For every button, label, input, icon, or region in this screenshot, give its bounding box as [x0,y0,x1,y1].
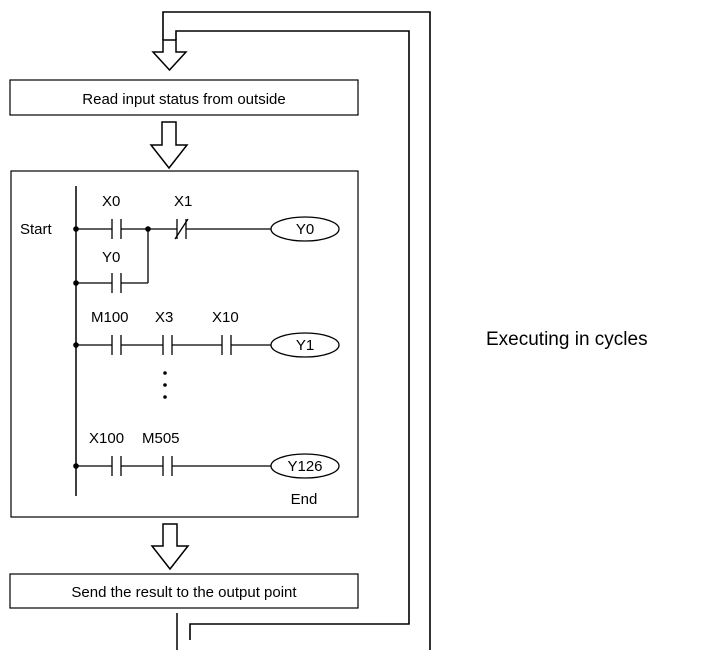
executing-in-cycles-label: Executing in cycles [486,329,648,350]
start-label: Start [20,221,53,238]
continuation-dots [163,371,167,399]
rung4-contact-x100: X100 [89,430,124,447]
rung-2 [73,229,149,293]
end-label: End [291,491,318,508]
coil-y126-label: Y126 [287,458,322,475]
rung3-contact-m100: M100 [91,309,129,326]
rung1-contact-x0: X0 [102,193,120,210]
rung3-contact-x10: X10 [212,309,239,326]
rung-3 [73,335,271,355]
coil-y0: Y0 [270,216,340,242]
rung4-contact-m505: M505 [142,430,180,447]
rung-4 [73,456,271,476]
read-input-box: Read input status from outside [9,79,359,116]
rung1-contact-x1: X1 [174,193,192,210]
coil-y1: Y1 [270,332,340,358]
arrow-to-output-icon [150,523,190,571]
rung3-contact-x3: X3 [155,309,173,326]
coil-y1-label: Y1 [296,337,314,354]
coil-y0-label: Y0 [296,221,314,238]
coil-y126: Y126 [270,453,340,479]
rung2-contact-y0: Y0 [102,249,120,266]
cycle-loop-lines [162,11,431,650]
ladder-program-box: Start X0 X1 Y0 Y0 [10,170,359,518]
read-input-label: Read input status from outside [82,91,285,108]
rung-1 [73,218,271,240]
send-result-box: Send the result to the output point [9,573,359,609]
send-result-label: Send the result to the output point [71,584,297,601]
arrow-to-program-icon [149,121,189,170]
top-arrow-icon [151,39,188,72]
